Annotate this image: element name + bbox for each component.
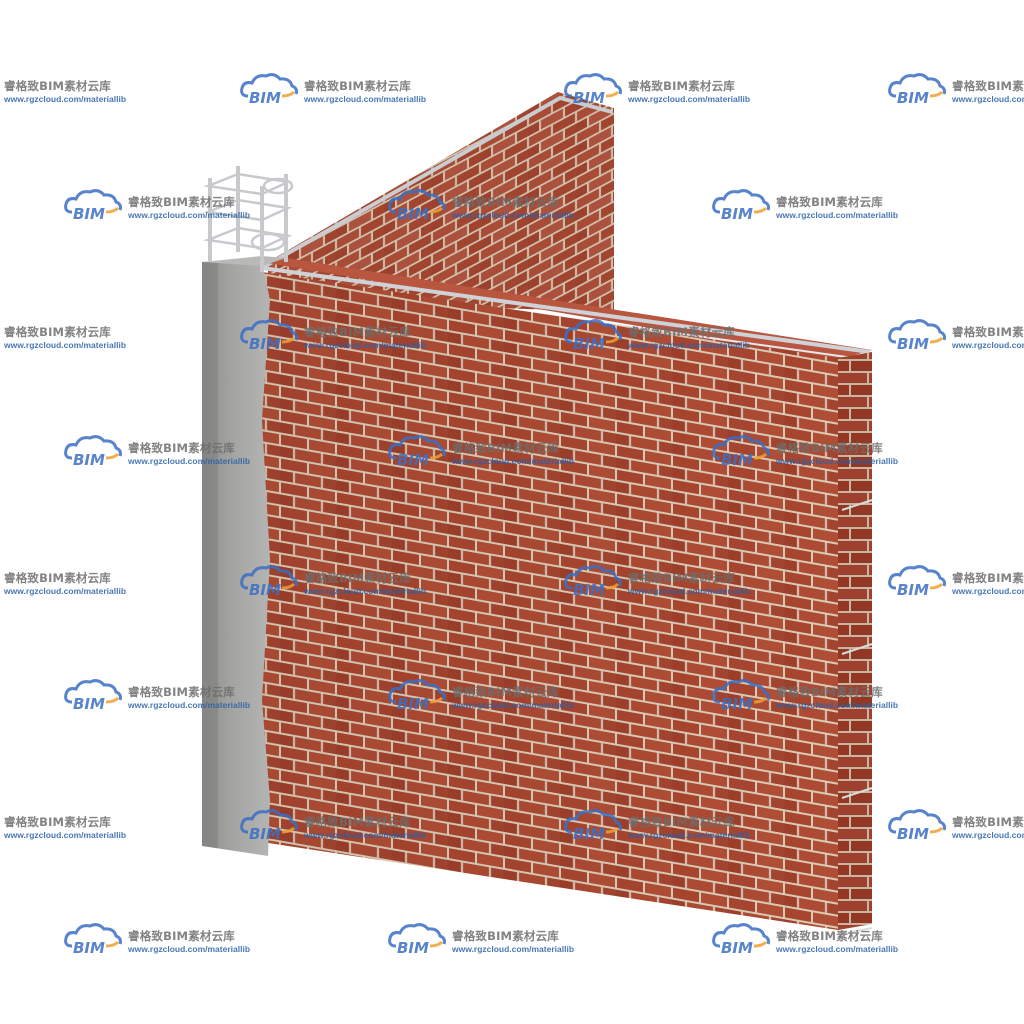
concrete-column [202, 262, 270, 856]
rebar-cage [203, 166, 294, 272]
front-wall-tie-bar [261, 266, 871, 354]
back-wall-tie-bar [261, 95, 613, 270]
wall-ties [841, 499, 873, 935]
front-wall-end [838, 352, 872, 930]
